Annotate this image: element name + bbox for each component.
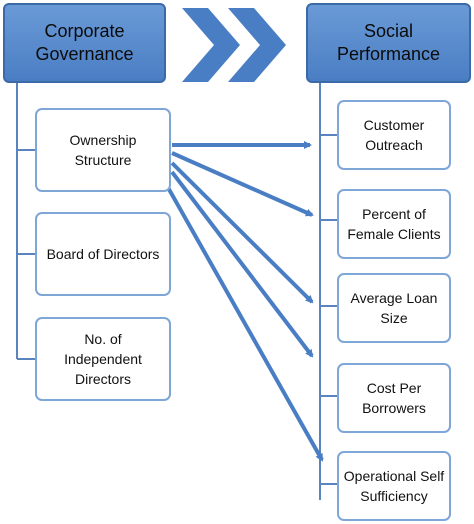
arrow-to-average-loan — [170, 161, 314, 304]
performance-bracket — [319, 82, 338, 500]
box-label: Directors — [74, 371, 131, 387]
corporate-governance-header: Corporate Governance — [3, 3, 166, 83]
box-label: Size — [380, 310, 408, 326]
header-line: Governance — [35, 44, 134, 64]
box-label: Female Clients — [347, 226, 441, 242]
arrow-to-operational-self — [164, 183, 324, 462]
box-label: Board of Directors — [46, 246, 160, 262]
box-label: Independent — [64, 351, 142, 367]
chevron-arrow-icon — [228, 8, 286, 82]
box-label: Operational Self — [343, 468, 445, 484]
box-label: Cost Per — [366, 380, 422, 396]
box-label: Structure — [74, 152, 132, 168]
arrow-to-cost-per-borrowers — [170, 170, 314, 358]
operational-self-sufficiency-box: Operational Self Sufficiency — [337, 451, 451, 521]
ownership-structure-box: Ownership Structure — [35, 108, 171, 192]
board-of-directors-box: Board of Directors — [35, 212, 171, 296]
independent-directors-box: No. of Independent Directors — [35, 317, 171, 401]
governance-bracket — [16, 82, 36, 360]
header-line: Corporate — [44, 21, 125, 41]
box-label: Percent of — [362, 206, 426, 222]
box-label: Average Loan — [350, 290, 438, 306]
box-label: Outreach — [365, 137, 423, 153]
percent-female-clients-box: Percent of Female Clients — [337, 189, 451, 259]
chevron-arrow-icon — [182, 8, 240, 82]
box-label: Borrowers — [362, 400, 426, 416]
social-performance-header: Social Performance — [306, 3, 471, 83]
box-label: Ownership — [69, 132, 137, 148]
average-loan-size-box: Average Loan Size — [337, 273, 451, 343]
box-label: Sufficiency — [360, 488, 428, 504]
header-line: Social — [363, 21, 414, 41]
header-line: Performance — [336, 44, 441, 64]
arrow-to-percent-female — [171, 151, 314, 217]
cost-per-borrowers-box: Cost Per Borrowers — [337, 363, 451, 433]
box-label: Customer — [363, 117, 425, 133]
customer-outreach-box: Customer Outreach — [337, 100, 451, 170]
relationship-arrows — [164, 141, 324, 462]
box-label: No. of — [84, 331, 122, 347]
